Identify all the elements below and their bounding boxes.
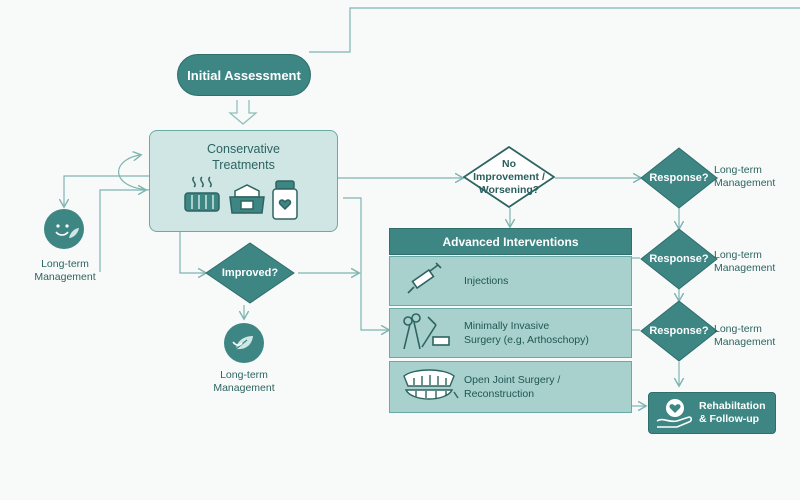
medication-jar-icon [272,180,298,220]
conservative-treatments-node: Conservative Treatments [149,130,338,232]
response-decision-2: Response? [640,228,718,290]
long-term-management-improved: Long-term Management [213,369,275,394]
open-joint-surgery-label: Open Joint Surgery / Reconstruction [464,374,561,400]
heart-hand-icon [656,399,693,428]
no-improvement-decision: No Improvement / Worsening? [463,146,555,208]
initial-assessment-node: Initial Assessment [177,54,311,96]
minimally-invasive-row: Minimally Invasive Surgery (e.g, Arthosc… [389,308,632,358]
long-term-management-r1: Long-term Management [714,164,776,189]
rehabilitation-followup-node: Rehabiltation & Follow-up [648,392,776,434]
heat-pack-icon [184,176,220,212]
syringe-icon [407,262,442,294]
advanced-interventions-header: Advanced Interventions [389,228,632,255]
minimally-invasive-label: Minimally Invasive Surgery (e.g, Arthosc… [464,320,589,346]
long-term-management-r2: Long-term Management [714,249,776,274]
improved-decision: Improved? [205,242,295,304]
response-decision-3: Response? [640,300,718,362]
leaf-icon [224,323,264,363]
long-term-management-r3: Long-term Management [714,323,776,348]
injections-label: Injections [464,275,509,287]
open-joint-surgery-row: Open Joint Surgery / Reconstruction [389,361,632,413]
conservative-treatments-label: Conservative Treatments [207,142,280,172]
injections-row: Injections [389,256,632,306]
response-decision-1: Response? [640,147,718,209]
long-term-management-left: Long-term Management [34,258,96,283]
surgical-tools-icon [403,313,450,350]
teeth-icon [403,369,459,400]
smiley-leaf-icon [44,209,84,249]
rehabilitation-label: Rehabiltation & Follow-up [699,400,766,425]
jaw-splint-icon [229,184,265,214]
